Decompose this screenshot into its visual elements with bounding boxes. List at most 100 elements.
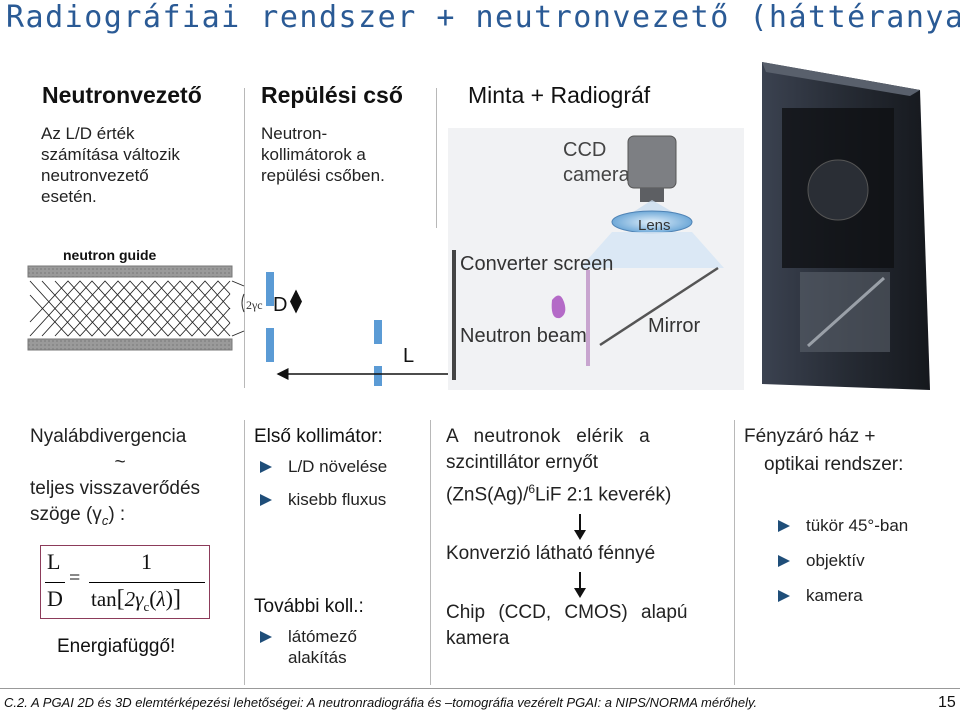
bullet-camera: kamera (772, 585, 952, 606)
formula-L: L (47, 549, 61, 574)
light-cone-lower (580, 232, 724, 268)
divergence-line: Nyalábdivergencia (30, 426, 187, 447)
guide-description: Az L/D érték számítása változik neutronv… (41, 123, 180, 207)
guide-bottom-wall (27, 338, 233, 351)
bullet-fov-shaping: látómező alakítás (254, 626, 394, 668)
D-label: D (273, 294, 287, 316)
page-number: 15 (938, 694, 956, 711)
detector-lens-mount (807, 159, 869, 221)
separator-1 (244, 88, 245, 388)
divergence-block: Nyalábdivergencia ~ teljes visszaverődés… (30, 424, 230, 534)
guide-reflection-lines (29, 280, 231, 337)
ccd-camera-icon (627, 135, 677, 189)
angle-text-sub: c (101, 512, 109, 528)
optical-system-heading: optikai rendszer: (764, 454, 904, 475)
guide-desc-line: esetén. (41, 187, 97, 206)
ccd-label-line2: camera (563, 164, 631, 186)
optical-components-list: tükör 45°-ban objektív kamera (772, 515, 952, 618)
camera-block: Chip (CCD, CMOS) alapú kamera (446, 600, 716, 652)
heading-neutron-guide: Neutronvezető (42, 82, 202, 108)
collimator-1-top (266, 272, 274, 306)
arrow-down-1 (574, 514, 586, 540)
guide-desc-line: Az L/D érték (41, 124, 135, 143)
camera-line-2: kamera (446, 628, 510, 649)
mirror-icon (599, 266, 719, 347)
total-reflection-line: teljes visszaverődés (30, 478, 201, 499)
neutron-guide-label: neutron guide (63, 247, 157, 263)
lens-label: Lens (638, 217, 671, 234)
formula-D: D (47, 586, 63, 611)
ccd-label-line1: CCD (563, 139, 606, 161)
slide-title: Radiográfiai rendszer + neutronvezető (h… (6, 0, 960, 35)
scint-line-3: (ZnS(Ag)/6LiF 2:1 keverék) (446, 476, 716, 508)
heading-sample-radiograph: Minta + Radiográf (468, 82, 651, 108)
scint-line-2: szcintillátor ernyőt (446, 452, 599, 473)
formula-denominator: tan[2γc(λ)] (91, 586, 181, 615)
detector-mirror (806, 276, 886, 348)
angle-text-b: ) : (108, 504, 126, 525)
converter-screen (586, 270, 590, 366)
energy-dependent: Energiafüggő! (57, 636, 176, 657)
beam-wall (452, 250, 456, 380)
setup-diagram: neutron guide 2γc D L CCD camera Lens Co… (27, 62, 930, 390)
flight-desc-line: repülési csőben. (261, 166, 385, 185)
light-tight-heading: Fényzáró ház + (744, 426, 876, 447)
guide-top-wall (27, 265, 233, 278)
tilde-line: ~ (114, 452, 126, 473)
formula-eq: = (69, 567, 81, 589)
flight-description: Neutron- kollimátorok a repülési csőben. (261, 123, 385, 186)
guide-desc-line: számítása változik (41, 145, 180, 164)
further-collimator-list: látómező alakítás (254, 626, 394, 680)
bullet-objective: objektív (772, 550, 952, 571)
guide-exit-rays (231, 280, 245, 337)
separator-2 (436, 88, 437, 228)
neutron-beam-label: Neutron beam (460, 325, 587, 347)
scint-line-1: A neutronok elérik a (446, 424, 716, 450)
formula-left-bar (45, 582, 65, 583)
separator-5 (734, 420, 735, 685)
arrow-down-2 (574, 572, 586, 598)
scint-line-3-sup: 6 (528, 482, 536, 496)
light-cone-upper (630, 200, 676, 214)
flight-desc-line: kollimátorok a (261, 145, 366, 164)
scint-line-1-text: A neutronok elérik a (446, 426, 650, 447)
footer-text: C.2. A PGAI 2D és 3D elemtérképezési leh… (4, 695, 758, 710)
first-collimator-heading: Első kollimátor: (254, 426, 383, 447)
separator-4 (430, 420, 431, 685)
angle-arc (241, 293, 245, 313)
flight-desc-line: Neutron- (261, 124, 328, 143)
scint-line-3b: LiF 2:1 keverék) (535, 484, 672, 506)
angle-label: 2γc (246, 298, 263, 312)
mirror-label: Mirror (648, 315, 701, 337)
ccd-camera-neck (640, 188, 664, 202)
camera-line-1: Chip (CCD, CMOS) alapú (446, 602, 688, 623)
detector-box-top-edge (762, 62, 920, 96)
bullet-ld-increase: L/D növelése (254, 456, 414, 477)
converter-screen-label: Converter screen (460, 253, 613, 275)
angle-text-a: szöge (γ (30, 504, 102, 525)
sample-icon (551, 295, 566, 319)
footer-rule (0, 688, 960, 689)
formula-tan: tan (91, 587, 117, 611)
formula-lambda: λ (156, 587, 166, 611)
bullet-smaller-flux: kisebb fluxus (254, 489, 414, 510)
collimator-1-bottom (266, 328, 274, 362)
guide-desc-line: neutronvezető (41, 166, 149, 185)
formula-2gamma: 2γ (124, 587, 144, 611)
collimator-2-top (374, 320, 382, 344)
formula-sub-c: c (143, 599, 150, 615)
angle-line: szöge (γc) : (30, 502, 230, 534)
further-collimator-heading: További koll.: (254, 596, 364, 617)
bullet-mirror-45: tükör 45°-ban (772, 515, 952, 536)
separator-3 (244, 420, 245, 685)
conversion-line: Konverzió látható fénnyé (446, 543, 656, 564)
formula-one: 1 (141, 549, 152, 574)
scint-line-3a: (ZnS(Ag)/ (446, 484, 529, 506)
scintillator-block: A neutronok elérik a szcintillátor ernyő… (446, 424, 716, 508)
heading-flight-tube: Repülési cső (261, 82, 403, 108)
L-label: L (403, 345, 414, 367)
formula-right-bar (89, 582, 205, 583)
ld-formula: L D = 1 tan[2γc(λ)] (40, 545, 210, 619)
first-collimator-list: L/D növelése kisebb fluxus (254, 456, 414, 522)
collimator-2-bottom (374, 366, 382, 386)
